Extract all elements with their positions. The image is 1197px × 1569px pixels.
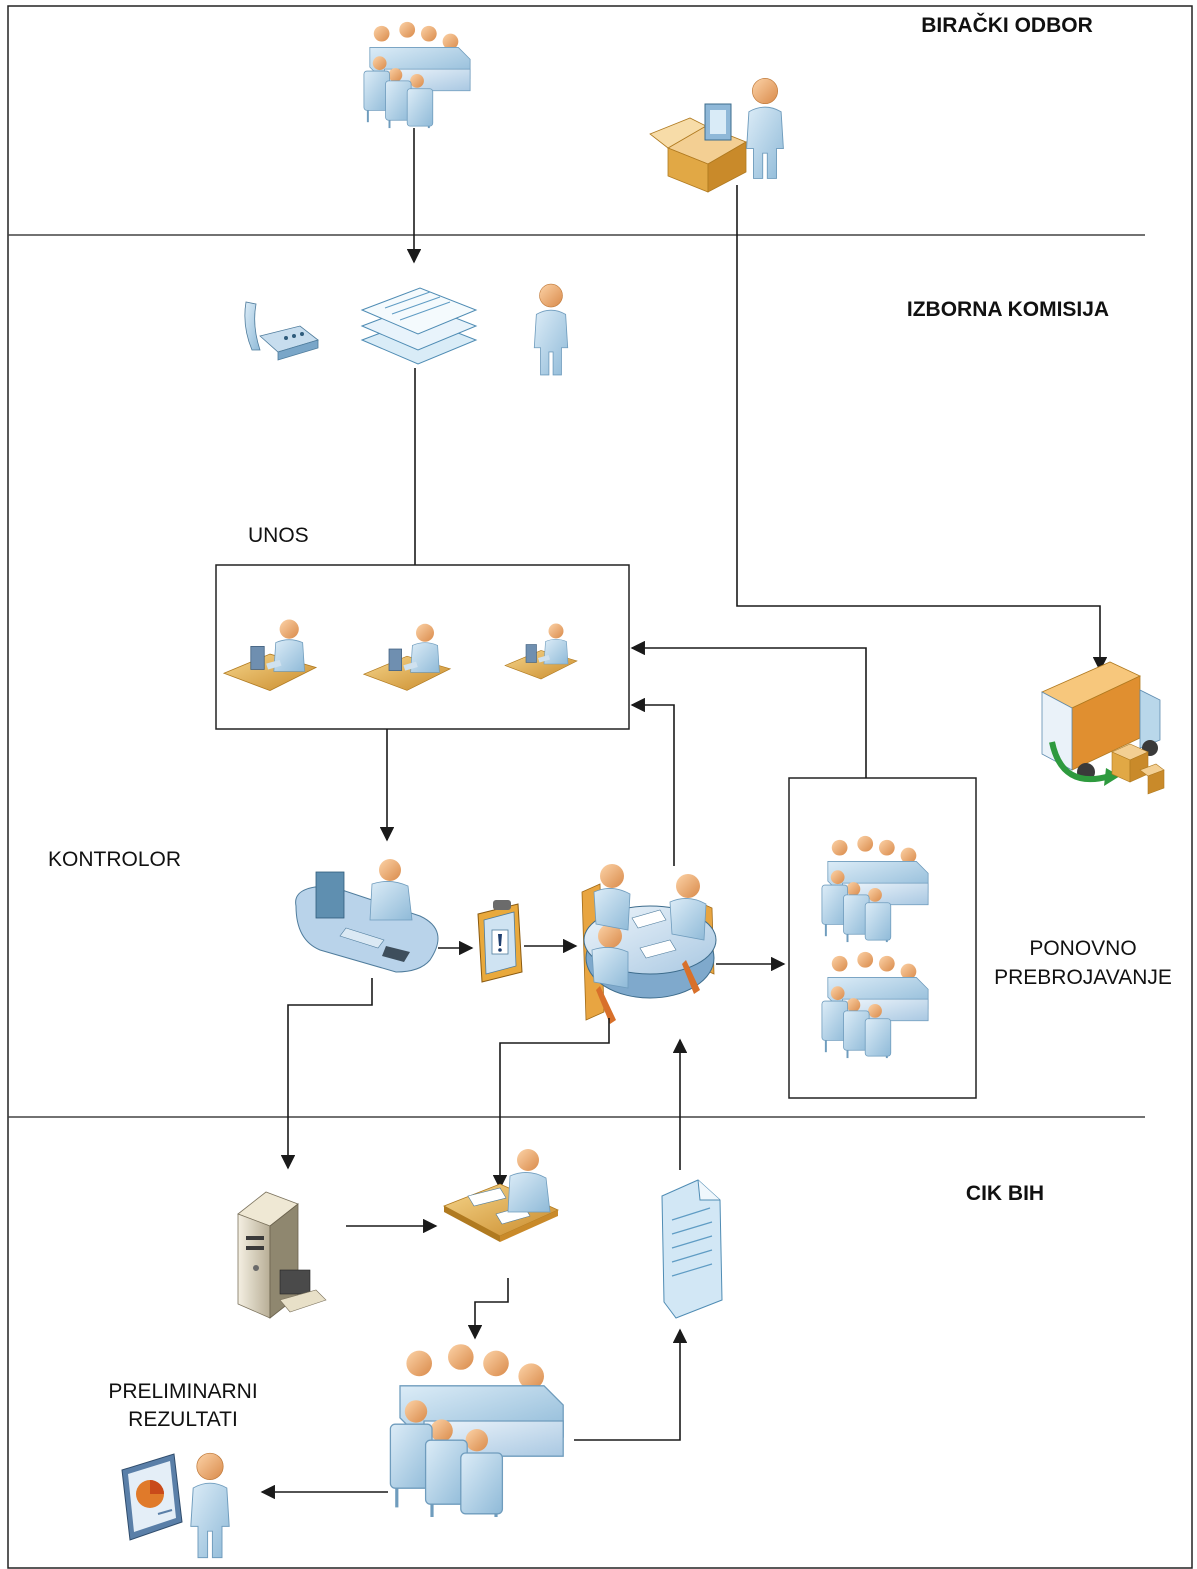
label-preliminarni: PRELIMINARNI [108,1380,257,1403]
documents-stack-icon [360,287,478,365]
label-ponovno: PONOVNO [1029,937,1136,960]
label-prebrojavanje: PREBROJAVANJE [994,966,1172,989]
arrow-meeting-to-cik-desk [492,1018,610,1190]
label-unos: UNOS [248,524,309,547]
lane-title-izborna-komisija: IZBORNA KOMISIJA [907,298,1109,321]
meeting-table-icon [362,20,472,130]
arrow-ballot-to-truck [736,185,1108,672]
label-kontrolor: KONTROLOR [48,848,181,871]
document-icon [661,1179,723,1319]
label-rezultati: REZULTATI [128,1408,238,1431]
delivery-truck-icon [1041,661,1165,795]
arrow-cik-desk-to-meeting [467,1278,509,1340]
round-table-meeting-icon [581,864,717,1024]
meeting-table-icon [388,1342,565,1519]
standing-person-icon [746,77,784,180]
arrow-meeting-to-unos [630,697,675,866]
ballot-box-icon [649,103,747,193]
control-desk-icon [295,859,439,973]
lane-title-birac-odbor: BIRAČKI ODBOR [921,13,1093,37]
presentation-person-icon [121,1453,183,1541]
standing-person-icon [533,283,569,376]
desk-worker-icon [443,1149,559,1242]
telephone-icon [244,301,319,361]
arrow-kontrolor-to-server [280,978,373,1170]
arrow-recount-to-unos [630,640,867,778]
server-icon [237,1191,327,1319]
standing-person-icon [190,1452,230,1559]
clipboard-icon [477,900,523,983]
arrow-meeting-to-document [574,1328,688,1441]
diagram-frame [7,5,1193,1569]
lane-title-cik-bih: CIK BIH [966,1182,1044,1205]
